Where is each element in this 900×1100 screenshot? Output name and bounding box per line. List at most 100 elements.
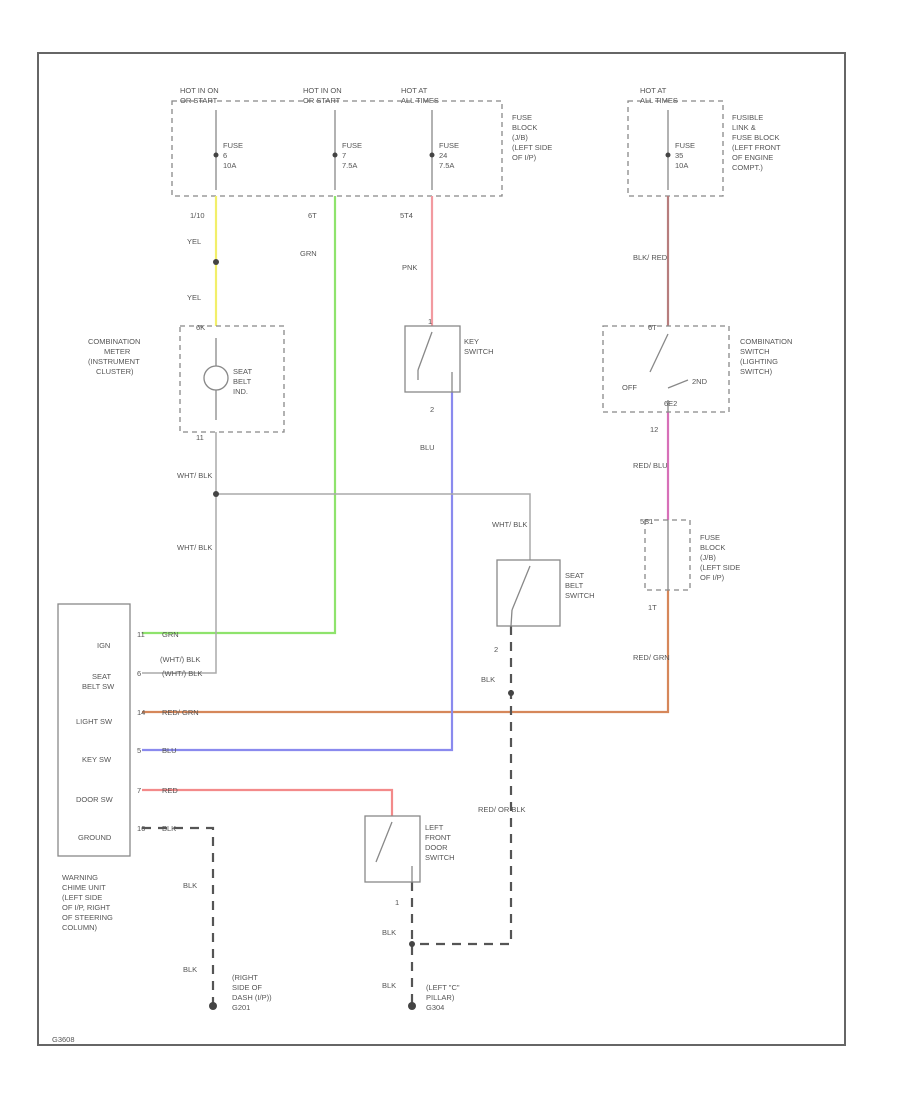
svg-text:2: 2: [494, 645, 498, 654]
svg-text:7: 7: [342, 151, 346, 160]
svg-text:YEL: YEL: [187, 237, 201, 246]
svg-text:1/10: 1/10: [190, 211, 205, 220]
svg-text:SWITCH): SWITCH): [740, 367, 773, 376]
svg-text:WARNING: WARNING: [62, 873, 98, 882]
svg-text:BLU: BLU: [420, 443, 435, 452]
wire-white-black-branch: [216, 493, 531, 560]
svg-text:16: 16: [137, 824, 145, 833]
wire-ground-1: [142, 826, 215, 1006]
svg-text:(RIGHT: (RIGHT: [232, 973, 258, 982]
svg-text:5S1: 5S1: [640, 517, 653, 526]
svg-text:CHIME UNIT: CHIME UNIT: [62, 883, 106, 892]
svg-text:BLK: BLK: [183, 965, 197, 974]
svg-text:14: 14: [137, 708, 145, 717]
wire-red: [142, 788, 394, 816]
svg-text:2: 2: [430, 405, 434, 414]
svg-text:7: 7: [137, 786, 141, 795]
svg-text:6K: 6K: [196, 323, 205, 332]
svg-text:GROUND: GROUND: [78, 833, 112, 842]
svg-text:WHT/ BLK: WHT/ BLK: [177, 543, 212, 552]
svg-text:LINK &: LINK &: [732, 123, 756, 132]
wire-green: [142, 196, 337, 635]
svg-text:OFF: OFF: [622, 383, 637, 392]
svg-text:HOT IN ON: HOT IN ON: [180, 86, 219, 95]
svg-text:COMPT.): COMPT.): [732, 163, 763, 172]
svg-text:6T: 6T: [648, 323, 657, 332]
svg-text:(LEFT SIDE: (LEFT SIDE: [62, 893, 102, 902]
svg-text:35: 35: [675, 151, 683, 160]
combination-switch: 6T OFF 2ND 6E2 COMBINATION SWITCH (LIGHT…: [602, 323, 792, 413]
svg-text:SEAT: SEAT: [565, 571, 584, 580]
wire-white-black: [142, 432, 217, 674]
ground-g304: (LEFT "C" PILLAR) G304: [426, 983, 460, 1012]
svg-text:7.5A: 7.5A: [439, 161, 454, 170]
svg-text:SWITCH: SWITCH: [464, 347, 494, 356]
svg-text:ALL TIMES: ALL TIMES: [640, 96, 678, 105]
svg-text:10A: 10A: [223, 161, 236, 170]
svg-text:2ND: 2ND: [692, 377, 708, 386]
svg-text:PILLAR): PILLAR): [426, 993, 455, 1002]
svg-text:HOT AT: HOT AT: [640, 86, 667, 95]
svg-text:BELT: BELT: [233, 377, 252, 386]
fusible-link-block: HOT AT ALL TIMES FUSE 35 10A FUSIBLE LIN…: [627, 86, 781, 197]
svg-text:G304: G304: [426, 1003, 444, 1012]
svg-text:6: 6: [137, 669, 141, 678]
svg-text:BLK: BLK: [481, 675, 495, 684]
wires: [142, 196, 670, 1010]
svg-text:1: 1: [395, 898, 399, 907]
svg-text:GRN: GRN: [300, 249, 317, 258]
svg-text:SWITCH: SWITCH: [425, 853, 455, 862]
footer-code: G3608: [52, 1035, 75, 1044]
fuse-7-label: FUSE: [342, 141, 362, 150]
ground-g201: (RIGHT SIDE OF DASH (I/P)) G201: [232, 973, 272, 1012]
svg-text:FUSE: FUSE: [700, 533, 720, 542]
svg-text:HOT IN ON: HOT IN ON: [303, 86, 342, 95]
svg-text:OF ENGINE: OF ENGINE: [732, 153, 773, 162]
svg-text:5: 5: [137, 746, 141, 755]
svg-text:BLOCK: BLOCK: [700, 543, 725, 552]
svg-text:KEY: KEY: [464, 337, 479, 346]
svg-text:(INSTRUMENT: (INSTRUMENT: [88, 357, 140, 366]
fuse-24-label: FUSE: [439, 141, 459, 150]
wire-blue: [142, 392, 454, 752]
svg-text:BLK: BLK: [382, 928, 396, 937]
wire-labels: 1/10 YEL YEL 6T GRN 5T4 PNK BLK/ RED 12 …: [160, 211, 670, 990]
fuse-block: HOT IN ON OR START HOT IN ON OR START HO…: [171, 86, 552, 197]
svg-text:RED/ GRN: RED/ GRN: [162, 708, 199, 717]
svg-text:KEY SW: KEY SW: [82, 755, 112, 764]
svg-text:OF STEERING: OF STEERING: [62, 913, 113, 922]
seat-belt-switch: SEAT BELT SWITCH: [496, 559, 595, 627]
diagram-frame: [37, 52, 846, 1046]
svg-text:BLK/ RED: BLK/ RED: [633, 253, 668, 262]
svg-text:FUSE: FUSE: [675, 141, 695, 150]
svg-text:(LEFT "C": (LEFT "C": [426, 983, 460, 992]
wire-red-green: [142, 590, 670, 714]
svg-text:DOOR: DOOR: [425, 843, 448, 852]
svg-text:(LEFT SIDE: (LEFT SIDE: [512, 143, 552, 152]
warning-chime-unit: IGN SEAT BELT SW LIGHT SW KEY SW DOOR SW…: [57, 603, 202, 932]
svg-text:(J/B): (J/B): [700, 553, 716, 562]
svg-text:YEL: YEL: [187, 293, 201, 302]
svg-text:RED/ GRN: RED/ GRN: [633, 653, 670, 662]
svg-text:G201: G201: [232, 1003, 250, 1012]
svg-text:SIDE OF: SIDE OF: [232, 983, 262, 992]
svg-text:OF I/P): OF I/P): [512, 153, 537, 162]
svg-text:GRN: GRN: [162, 630, 179, 639]
svg-text:WHT/ BLK: WHT/ BLK: [177, 471, 212, 480]
svg-text:5T4: 5T4: [400, 211, 413, 220]
key-switch: KEY SWITCH 1 2: [404, 317, 494, 414]
svg-text:SEAT: SEAT: [233, 367, 252, 376]
svg-text:IGN: IGN: [97, 641, 110, 650]
svg-text:SWITCH: SWITCH: [565, 591, 595, 600]
svg-text:(LEFT FRONT: (LEFT FRONT: [732, 143, 781, 152]
svg-text:11: 11: [137, 630, 145, 639]
fuse-6-label: FUSE: [223, 141, 243, 150]
svg-text:11: 11: [196, 433, 204, 442]
svg-text:BLU: BLU: [162, 746, 177, 755]
svg-text:HOT AT: HOT AT: [401, 86, 428, 95]
svg-text:(WHT/) BLK: (WHT/) BLK: [160, 655, 200, 664]
svg-text:BELT SW: BELT SW: [82, 682, 115, 691]
svg-text:CLUSTER): CLUSTER): [96, 367, 134, 376]
svg-text:ALL TIMES: ALL TIMES: [401, 96, 439, 105]
svg-text:1T: 1T: [648, 603, 657, 612]
